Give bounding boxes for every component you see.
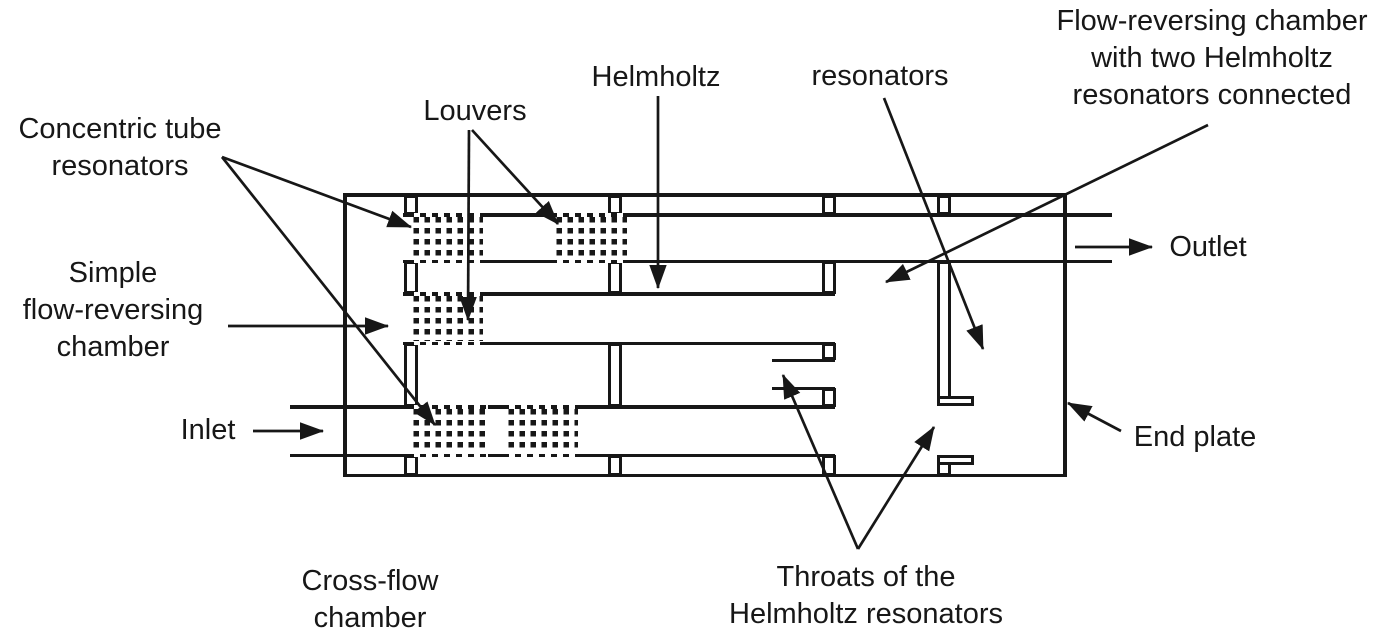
label-outlet-line: Outlet xyxy=(1169,231,1247,263)
leader-concentric-lower xyxy=(220,156,437,426)
left-throat-bottom xyxy=(772,386,835,390)
label-helmholtz: Helmholtz xyxy=(592,59,721,96)
end-plate-wall xyxy=(1063,193,1067,477)
label-helmholtz-line: Helmholtz xyxy=(591,61,721,93)
perforated-wall xyxy=(503,405,578,409)
perforated-wall xyxy=(408,292,483,296)
label-flow-reversing-chamber-line: Flow-reversing chamber xyxy=(1056,5,1368,37)
label-simple-flow-reversing-chamber-line: Simple xyxy=(68,257,158,289)
perforated-wall xyxy=(408,259,483,263)
shell-bottom xyxy=(343,473,1067,477)
label-simple-flow-reversing-chamber-line: flow-reversing xyxy=(22,294,204,326)
label-concentric-tube-resonators-line: resonators xyxy=(51,150,189,182)
perforated-wall xyxy=(408,341,483,345)
louver-perforations xyxy=(551,217,627,259)
label-inlet: Inlet xyxy=(181,412,236,449)
label-cross-flow-chamber: Cross-flow chamber xyxy=(302,563,439,637)
perforated-wall xyxy=(551,213,627,217)
leader-throat-left xyxy=(781,374,860,550)
shell-left-wall xyxy=(343,193,347,477)
leader-resonators xyxy=(882,97,985,351)
shell-top xyxy=(343,193,1067,197)
label-inlet-line: Inlet xyxy=(180,414,236,446)
leader-flow-reversing xyxy=(885,123,1209,284)
label-cross-flow-chamber-line: chamber xyxy=(313,602,427,634)
leader-louvers-vertical xyxy=(459,129,477,322)
label-simple-flow-reversing-chamber: Simple flow-reversing chamber xyxy=(23,255,204,366)
louver-perforations xyxy=(503,409,578,453)
label-flow-reversing-chamber: Flow-reversing chamber with two Helmholtz… xyxy=(1056,3,1367,114)
label-louvers-line: Louvers xyxy=(423,95,527,127)
label-resonators-line: resonators xyxy=(811,60,949,92)
perforated-wall xyxy=(503,453,578,457)
perforated-wall xyxy=(551,259,627,263)
label-flow-reversing-chamber-line: with two Helmholtz xyxy=(1091,42,1333,74)
leader-end-plate xyxy=(1067,401,1122,433)
perforated-wall xyxy=(408,453,488,457)
label-louvers: Louvers xyxy=(423,93,526,130)
label-outlet: Outlet xyxy=(1169,229,1246,266)
label-concentric-tube-resonators-line: Concentric tube xyxy=(18,113,222,145)
leader-concentric-upper xyxy=(221,155,413,229)
leader-throat-right xyxy=(856,426,936,550)
label-resonators: resonators xyxy=(811,58,948,95)
louver-perforations xyxy=(408,217,483,259)
label-flow-reversing-chamber-line: resonators connected xyxy=(1072,79,1352,111)
perforated-wall xyxy=(408,405,488,409)
baffle4-tab xyxy=(937,396,974,406)
label-simple-flow-reversing-chamber-line: chamber xyxy=(56,331,170,363)
middle-tube-top xyxy=(403,292,835,296)
label-end-plate-line: End plate xyxy=(1133,421,1257,453)
outlet-tube-top xyxy=(403,213,1112,217)
left-throat-top xyxy=(772,358,835,362)
label-concentric-tube-resonators: Concentric tube resonators xyxy=(18,111,221,185)
perforated-wall xyxy=(408,213,483,217)
middle-tube-bottom xyxy=(403,341,835,345)
label-throats-line: Throats of the xyxy=(776,561,956,593)
label-cross-flow-chamber-line: Cross-flow xyxy=(301,565,439,597)
label-throats-line: Helmholtz resonators xyxy=(729,598,1003,630)
label-end-plate: End plate xyxy=(1134,419,1257,456)
leader-louvers-diagonal xyxy=(471,129,559,225)
outlet-tube-bottom xyxy=(403,259,1112,263)
baffle4-tab xyxy=(937,455,974,465)
